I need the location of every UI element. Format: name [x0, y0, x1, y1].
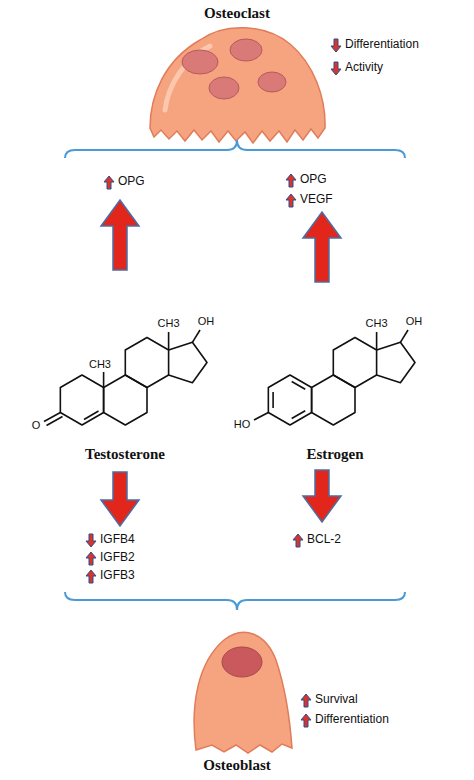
block-arrows — [101, 200, 341, 526]
factor-label: OPG — [300, 173, 327, 187]
estrogen-structure — [254, 330, 415, 425]
effect-label: Differentiation — [315, 713, 389, 727]
hormone-label: Estrogen — [306, 446, 363, 463]
osteoclast-cell — [150, 28, 325, 143]
atom-label: O — [32, 419, 41, 432]
cell-label: Osteoclast — [204, 5, 270, 22]
factor-label: IGFB2 — [100, 551, 135, 565]
atom-label: OH — [198, 315, 215, 328]
trend-arrows — [86, 39, 341, 727]
node-text: Osteoclast — [204, 5, 270, 22]
testosterone-structure — [44, 330, 207, 426]
effect-label: Activity — [345, 61, 383, 75]
factor-label: BCL-2 — [307, 533, 341, 547]
brace — [65, 140, 405, 158]
brace — [65, 592, 405, 610]
factor-label: IGFB4 — [100, 533, 135, 547]
effect-label: Survival — [315, 693, 358, 707]
atom-label: CH3 — [89, 358, 111, 371]
atom-label: CH3 — [158, 317, 180, 330]
node-text: Estrogen — [306, 446, 363, 463]
node-text: Testosterone — [85, 446, 165, 463]
atom-label: CH3 — [366, 317, 388, 330]
atom-label: HO — [234, 418, 251, 431]
node-text: Osteoblast — [203, 757, 271, 774]
atom-label: OH — [406, 315, 423, 328]
factor-label: OPG — [118, 175, 145, 189]
cell-label: Osteoblast — [203, 757, 271, 774]
factor-label: IGFB3 — [100, 569, 135, 583]
osteoblast-cell — [194, 632, 292, 753]
effect-label: Differentiation — [345, 38, 419, 52]
factor-label: VEGF — [300, 193, 333, 207]
hormone-label: Testosterone — [85, 446, 165, 463]
